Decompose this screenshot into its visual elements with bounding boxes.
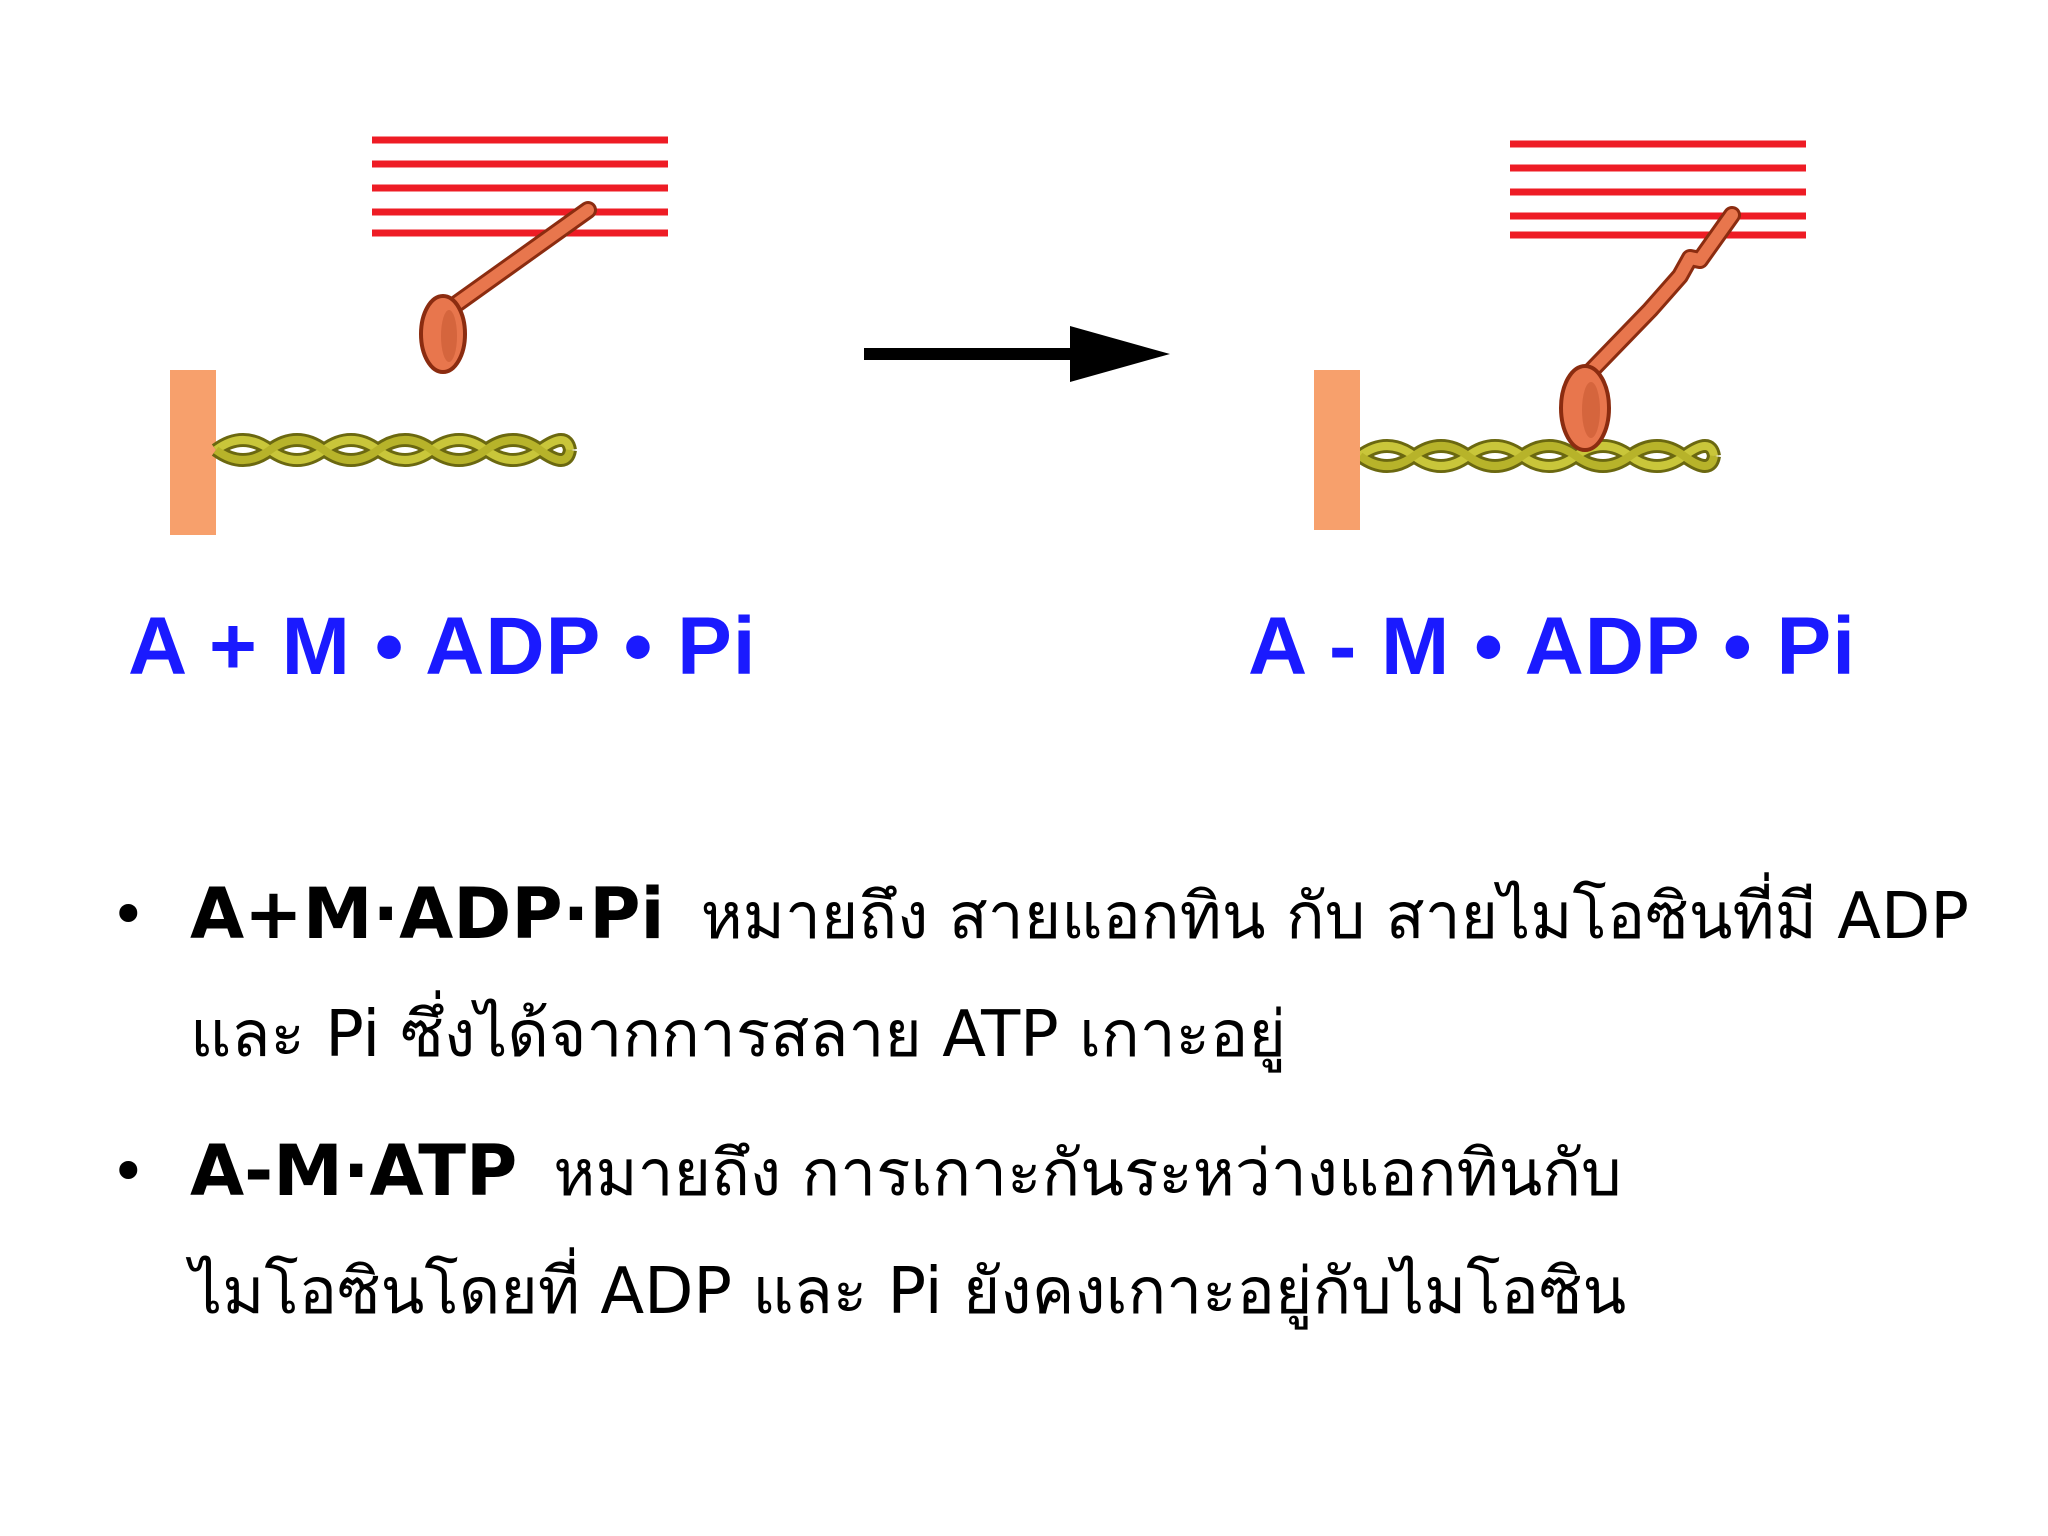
myosin-head-left [419, 201, 597, 374]
bullet-item-1: • A+M·ADP·Pi หมายถึง สายแอกทิน กับ สายไมโ… [110, 855, 1990, 1094]
bullet-1-text-1: หมายถึง สายแอกทิน กับ สายไมโอซินที่มี AD… [700, 880, 1969, 954]
thick-filament-right [1510, 140, 1806, 239]
bullet-2-text-1: หมายถึง การเกาะกันระหว่างแอกทินกับ [553, 1137, 1622, 1211]
myosin-head-right [1559, 206, 1741, 452]
diagram-graphic [170, 136, 1806, 535]
thick-filament-left [372, 136, 668, 237]
bullet-1-term: A+M·ADP·Pi [190, 873, 665, 955]
bullet-2-term: A-M·ATP [190, 1130, 518, 1212]
bullet-1-line-1: A+M·ADP·Pi หมายถึง สายแอกทิน กับ สายไมโอซ… [190, 855, 1990, 976]
left-state [170, 136, 668, 535]
crossbridge-diagram: A + M • ADP • Pi A - M • ADP • Pi [0, 0, 2048, 760]
bullet-dot-icon: • [110, 878, 147, 951]
z-line-left [170, 370, 216, 535]
bullet-list: • A+M·ADP·Pi หมายถึง สายแอกทิน กับ สายไมโ… [110, 855, 1990, 1369]
right-state [1314, 140, 1806, 530]
left-equation: A + M • ADP • Pi [128, 601, 757, 692]
bullet-2-line-1: A-M·ATP หมายถึง การเกาะกันระหว่างแอกทินกั… [190, 1112, 1990, 1233]
actin-filament-right [1355, 439, 1721, 473]
bullet-1-text-2: และ Pi ซึ่งได้จากการสลาย ATP เกาะอยู่ [190, 998, 1286, 1072]
actin-filament-left [211, 433, 577, 467]
z-line-right [1314, 370, 1360, 530]
transition-arrow [864, 326, 1170, 382]
bullet-2-text-2: ไมโอซินโดยที่ ADP และ Pi ยังคงเกาะอยู่กั… [190, 1255, 1627, 1329]
bullet-dot-icon: • [110, 1135, 147, 1208]
bullet-item-2: • A-M·ATP หมายถึง การเกาะกันระหว่างแอกทิน… [110, 1112, 1990, 1351]
right-equation: A - M • ADP • Pi [1248, 601, 1856, 692]
